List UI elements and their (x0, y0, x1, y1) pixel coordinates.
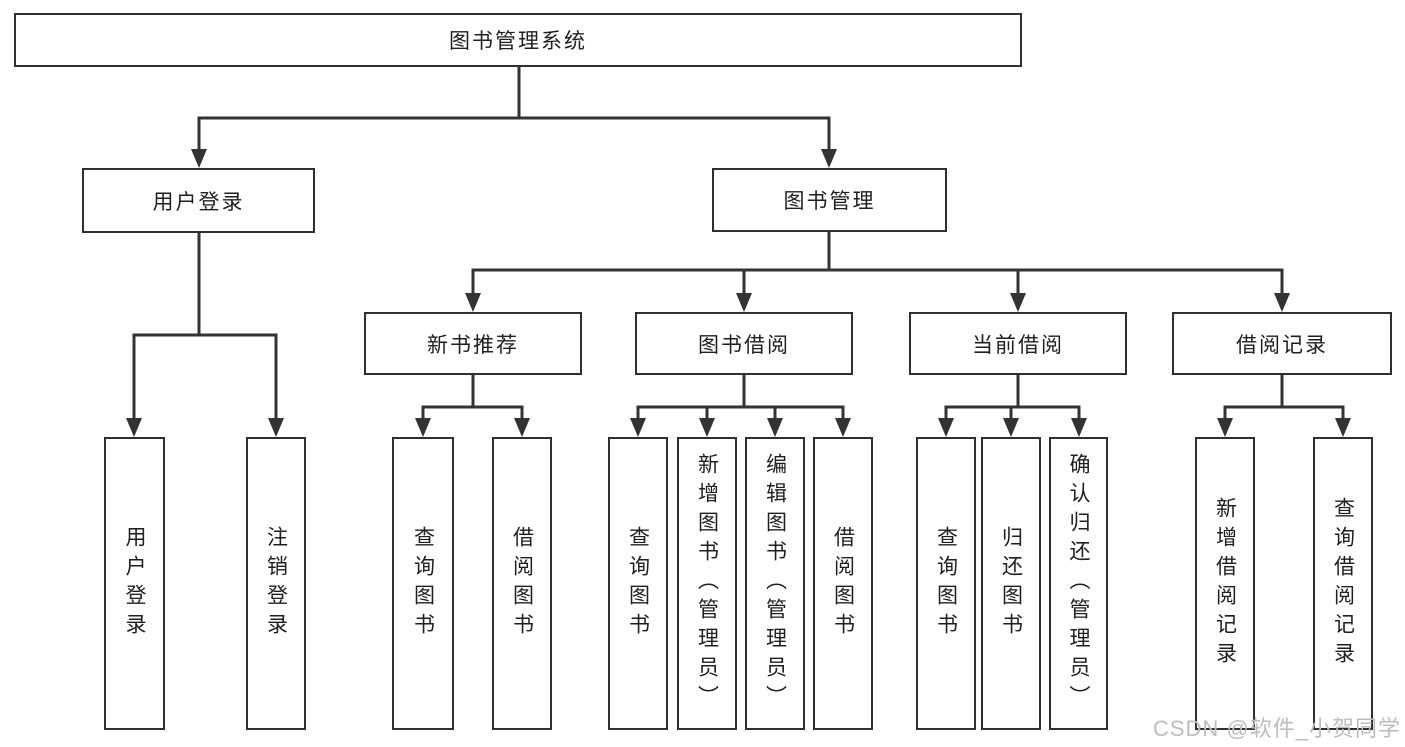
edge-root-split (197, 116, 831, 152)
leaf-label: 查询借阅记录 (1331, 496, 1355, 671)
leaf-edit-book-admin: 编辑图书（管理员） (745, 437, 805, 730)
node-label: 当前借阅 (972, 333, 1064, 357)
leaf-label: 注销登录 (264, 525, 288, 642)
leaf-label: 查询图书 (934, 525, 958, 642)
leaf-label: 编辑图书（管理员） (763, 453, 787, 714)
leaf-label: 新增图书（管理员） (695, 453, 719, 714)
edge-borrowing-split (636, 375, 845, 422)
leaf-borrow-books-recommend: 借阅图书 (492, 437, 552, 730)
arrow-down-icon (938, 418, 954, 437)
node-library-management-system: 图书管理系统 (14, 13, 1022, 67)
edge-newbook-split (421, 375, 524, 422)
leaf-label: 借阅图书 (831, 525, 855, 642)
leaf-label: 用户登录 (123, 525, 146, 642)
arrow-down-icon (415, 418, 431, 437)
arrow-down-icon (767, 418, 783, 437)
node-label: 图书管理系统 (449, 30, 587, 53)
node-label: 图书管理 (783, 190, 876, 213)
leaf-query-books-recommend: 查询图书 (392, 437, 454, 730)
leaf-user-login: 用户登录 (104, 437, 165, 730)
leaf-add-book-admin: 新增图书（管理员） (677, 437, 737, 730)
node-label: 用户登录 (152, 190, 245, 214)
edge-records-split (1223, 375, 1345, 422)
arrow-down-icon (630, 418, 646, 437)
leaf-logout: 注销登录 (246, 437, 306, 730)
edge-current-split (944, 375, 1081, 422)
leaf-confirm-return-admin: 确认归还（管理员） (1049, 437, 1108, 730)
leaf-add-borrow-record: 新增借阅记录 (1195, 437, 1255, 730)
node-book-borrowing: 图书借阅 (635, 312, 853, 375)
leaf-label: 确认归还（管理员） (1067, 453, 1090, 714)
node-current-borrowing: 当前借阅 (909, 312, 1127, 375)
arrow-down-icon (1071, 418, 1087, 437)
arrow-down-icon (1335, 418, 1351, 437)
leaf-label: 借阅图书 (510, 525, 534, 642)
node-label: 借阅记录 (1236, 333, 1328, 357)
node-user-login: 用户登录 (82, 168, 315, 233)
leaf-borrow-books-borrowing: 借阅图书 (813, 437, 873, 730)
edge-userlogin-split (132, 333, 278, 422)
leaf-label: 查询图书 (626, 525, 650, 642)
node-borrowing-records: 借阅记录 (1172, 312, 1392, 375)
arrow-down-icon (191, 149, 207, 168)
leaf-query-books-borrowing: 查询图书 (608, 437, 668, 730)
arrow-down-icon (736, 293, 752, 312)
watermark-text: CSDN @软件_小贺同学 (1152, 716, 1401, 741)
arrow-down-icon (268, 418, 284, 437)
edge-bookmgmt-split (471, 268, 1284, 297)
arrow-down-icon (699, 418, 715, 437)
node-label: 图书借阅 (698, 333, 790, 357)
arrow-down-icon (1010, 293, 1026, 312)
arrow-down-icon (835, 418, 851, 437)
arrow-down-icon (514, 418, 530, 437)
leaf-label: 新增借阅记录 (1213, 496, 1237, 671)
arrow-down-icon (1274, 293, 1290, 312)
leaf-label: 归还图书 (999, 525, 1023, 642)
arrow-down-icon (465, 293, 481, 312)
arrow-down-icon (1003, 418, 1019, 437)
arrow-down-icon (821, 149, 837, 168)
leaf-return-books: 归还图书 (981, 437, 1041, 730)
leaf-query-books-current: 查询图书 (916, 437, 976, 730)
leaf-label: 查询图书 (411, 525, 435, 642)
node-book-management: 图书管理 (712, 168, 947, 232)
leaf-query-borrow-record: 查询借阅记录 (1313, 437, 1373, 730)
arrow-down-icon (1217, 418, 1233, 437)
node-label: 新书推荐 (427, 333, 519, 357)
node-new-book-recommendation: 新书推荐 (364, 312, 582, 375)
arrow-down-icon (126, 418, 142, 437)
